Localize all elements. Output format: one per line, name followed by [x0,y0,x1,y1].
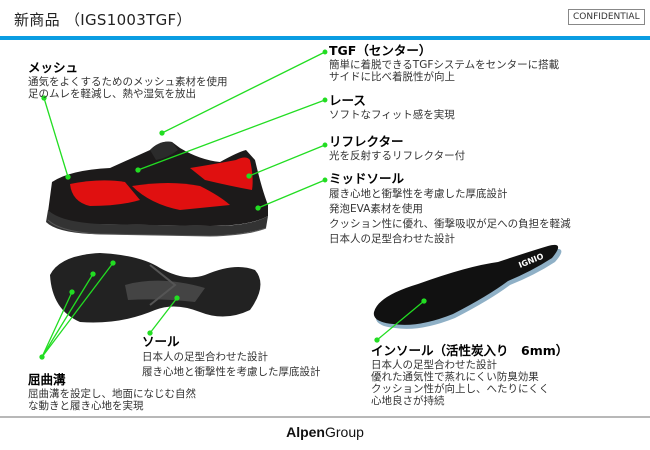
callout-title: レース [329,93,366,108]
callout-line: 屈曲溝を設定し、地面になじむ自然 [28,388,196,400]
callout-line: 日本人の足型合わせた設計 [329,233,455,245]
callout-line: 通気をよくするためのメッシュ素材を使用 [28,76,228,88]
callout-title: TGF（センター） [329,43,432,58]
leader-lines [39,49,427,360]
callout-title: インソール（活性炭入り 6mm） [371,343,569,358]
callout-line: 光を反射するリフレクター付 [329,150,466,162]
footer-divider [0,416,650,418]
callout-title: ソール [142,334,180,349]
confidential-badge: CONFIDENTIAL [568,9,645,25]
callout-reflector: リフレクター 光を反射するリフレクター付 [329,134,466,163]
callout-line: 日本人の足型合わせた設計 [371,359,497,371]
callout-insole: インソール（活性炭入り 6mm） 日本人の足型合わせた設計 優れた通気性で蒸れに… [371,343,569,408]
outsole-image [50,253,261,323]
brand-bold: Alpen [286,424,325,440]
callout-midsole: ミッドソール 履き心地と衝撃性を考慮した厚底設計 発泡EVA素材を使用 クッショ… [329,172,571,247]
callout-flex-groove: 屈曲溝 屈曲溝を設定し、地面になじむ自然 な動きと履き心地を実現 [28,372,196,413]
callout-line: な動きと履き心地を実現 [28,400,144,412]
callout-line: 履き心地と衝撃性を考慮した厚底設計 [329,188,508,200]
callout-line: 簡単に着脱できるTGFシステムをセンターに搭載 [329,59,560,71]
callout-title: メッシュ [28,60,79,75]
callout-title: ミッドソール [329,171,405,186]
callout-title: リフレクター [329,134,404,149]
header-divider [0,36,650,40]
callout-sole: ソール 日本人の足型合わせた設計 履き心地と衝撃性を考慮した厚底設計 [142,335,321,380]
callout-tgf: TGF（センター） 簡単に着脱できるTGFシステムをセンターに搭載 サイドに比べ… [329,43,560,84]
shoe-side-image [46,141,268,237]
callout-lace: レース ソフトなフィット感を実現 [329,93,455,122]
callout-line: クッション性が向上し、へたりにくく [371,383,550,395]
callout-line: 足のムレを軽減し、熱や湿気を放出 [28,88,196,100]
callout-title: 屈曲溝 [28,372,66,387]
callout-line: 心地良さが持続 [371,395,445,407]
callout-line: クッション性に優れ、衝撃吸収が足への負担を軽減 [329,218,571,230]
callout-line: 優れた通気性で蒸れにくい防臭効果 [371,371,539,383]
callout-mesh: メッシュ 通気をよくするためのメッシュ素材を使用 足のムレを軽減し、熱や湿気を放… [28,60,228,101]
callout-line: 発泡EVA素材を使用 [329,203,423,215]
callout-line: 日本人の足型合わせた設計 [142,351,268,363]
brand-light: Group [324,424,364,440]
callout-line: 履き心地と衝撃性を考慮した厚底設計 [142,366,321,378]
brand-logo: AlpenGroup [0,424,650,440]
callout-line: サイドに比べ着脱性が向上 [329,71,455,83]
page-title: 新商品 （IGS1003TGF） [14,11,192,29]
insole-image: IGNIO [373,244,562,329]
callout-line: ソフトなフィット感を実現 [329,109,455,121]
